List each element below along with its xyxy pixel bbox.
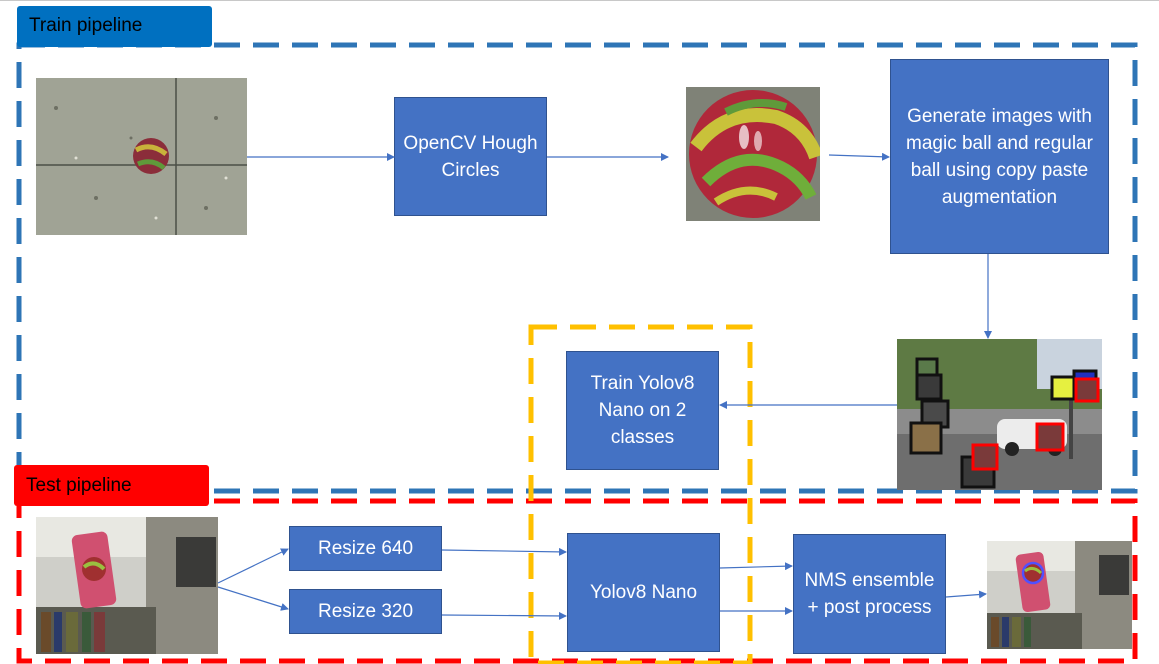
- generate-images-box: Generate images with magic ball and regu…: [890, 59, 1109, 254]
- arrow-640-to-yolo: [441, 547, 567, 556]
- test-input-photo: [36, 517, 218, 654]
- yolo-nano-box: Yolov8 Nano: [567, 533, 720, 652]
- input-floor-photo: [36, 78, 247, 235]
- train-pipeline-region: [16, 42, 1138, 494]
- train-pipeline-label: Train pipeline: [17, 6, 212, 47]
- hough-circles-box: OpenCV Hough Circles: [394, 97, 547, 216]
- test-pipeline-label: Test pipeline: [14, 465, 209, 506]
- cropped-ball-photo: [686, 87, 820, 221]
- nms-ensemble-box: NMS ensemble + post process: [793, 534, 946, 654]
- top-divider: [0, 0, 1159, 1]
- arrow-yolo-to-nms-top: [719, 562, 793, 571]
- resize-320-box: Resize 320: [289, 589, 442, 634]
- train-yolo-box: Train Yolov8 Nano on 2 classes: [566, 351, 719, 470]
- arrow-crop-to-generate: [828, 152, 890, 161]
- arrow-nms-to-output: [945, 590, 987, 599]
- arrow-input-to-640: [217, 548, 289, 584]
- arrow-320-to-yolo: [441, 611, 567, 620]
- augmented-street-photo: [897, 339, 1102, 490]
- model-region: [528, 324, 753, 664]
- test-output-photo: [987, 541, 1132, 649]
- arrow-input-to-320: [217, 586, 289, 611]
- resize-640-box: Resize 640: [289, 526, 442, 571]
